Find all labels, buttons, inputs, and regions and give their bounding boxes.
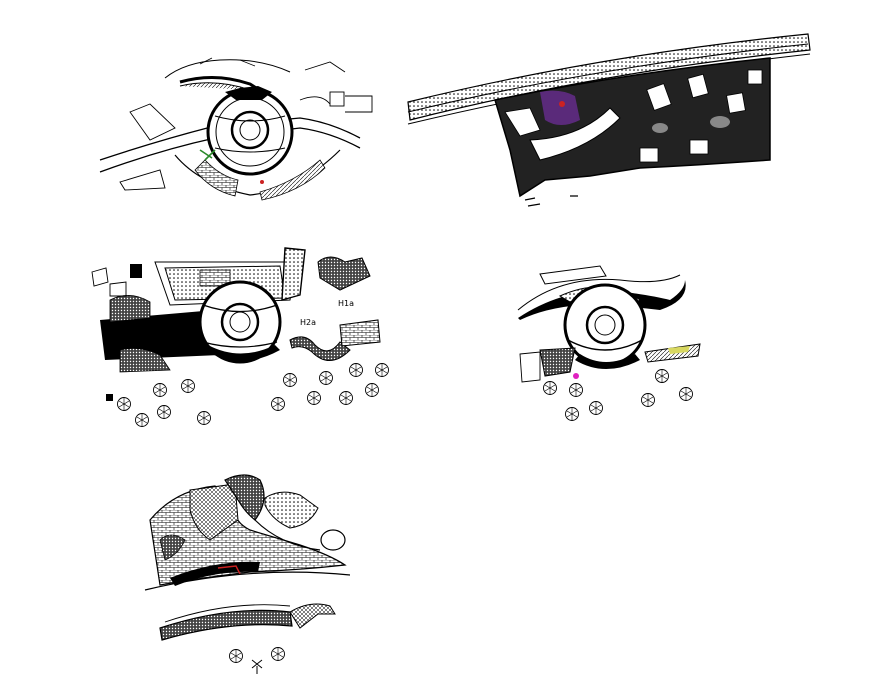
plan-5-bottom-left <box>144 474 351 674</box>
plan-2-top-right <box>407 33 811 207</box>
plan-1-top-left <box>99 57 373 201</box>
plan-3-middle-left: H1a H2a <box>91 247 389 427</box>
tree-row <box>543 369 693 421</box>
tree-row <box>229 647 285 663</box>
plan-4-middle-right <box>517 265 701 421</box>
tree-row <box>117 363 389 427</box>
curved-path <box>144 571 351 591</box>
dark-plaza <box>100 310 220 360</box>
label-h2a: H2a <box>300 318 316 327</box>
label-h1a: H1a <box>338 299 354 308</box>
